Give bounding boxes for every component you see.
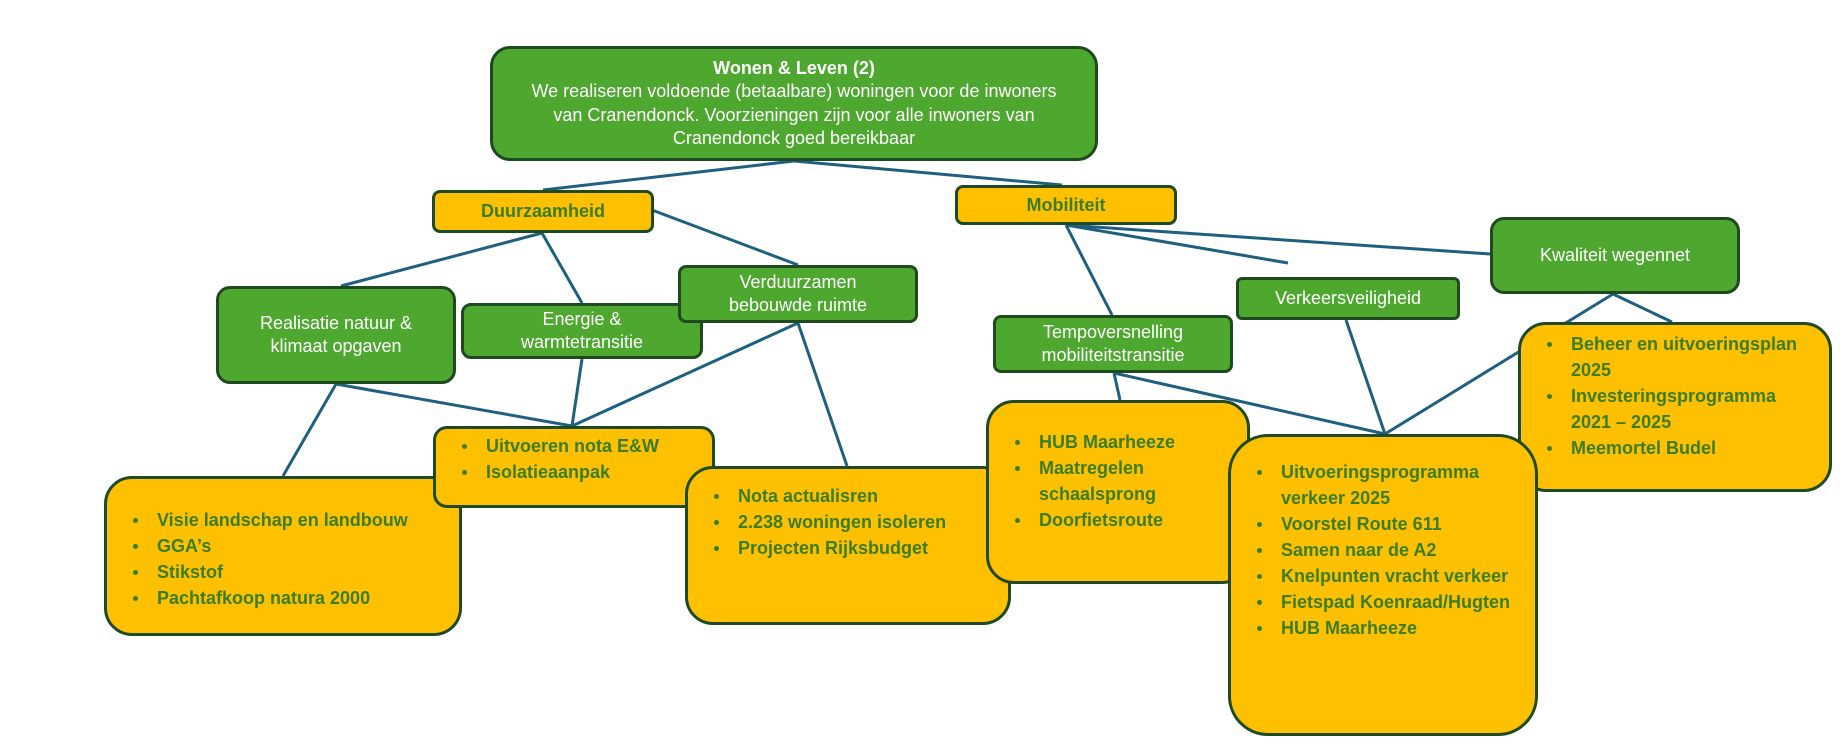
list-item: 2.238 woningen isoleren (714, 509, 1008, 535)
list-item: GGA’s (133, 533, 459, 559)
list-item: Uitvoeringsprogramma verkeer 2025 (1257, 459, 1511, 511)
subtheme-natuur-label: Realisatie natuur & klimaat opgaven (259, 312, 413, 356)
subtheme-tempo: Tempoversnelling mobiliteitstransitie (993, 315, 1233, 373)
actions-verduurzamen-list: Nota actualisren 2.238 woningen isoleren… (688, 483, 1008, 561)
list-item: Maatregelen schaalsprong (1015, 455, 1227, 507)
actions-wegennet: Beheer en uitvoeringsplan 2025 Investeri… (1518, 322, 1832, 492)
list-item: Voorstel Route 611 (1257, 511, 1511, 537)
actions-tempo: HUB Maarheeze Maatregelen schaalsprong D… (986, 400, 1250, 584)
connector-mobiliteit-wegennet (1065, 223, 1491, 256)
list-item: Visie landschap en landbouw (133, 507, 459, 533)
list-item: HUB Maarheeze (1015, 429, 1227, 455)
actions-verkeer: Uitvoeringsprogramma verkeer 2025 Voorst… (1228, 434, 1538, 736)
subtheme-verkeersveiligheid-label: Verkeersveiligheid (1274, 287, 1422, 308)
list-item: Fietspad Koenraad/Hugten (1257, 589, 1511, 615)
actions-verduurzamen: Nota actualisren 2.238 woningen isoleren… (685, 466, 1011, 625)
list-item: Samen naar de A2 (1257, 537, 1511, 563)
list-item: Nota actualisren (714, 483, 1008, 509)
connector-tempo-verkeer (1113, 371, 1386, 436)
subtheme-verduurzamen-label: Verduurzamen bebouwde ruimte (728, 271, 868, 315)
list-item: Pachtafkoop natura 2000 (133, 585, 459, 611)
actions-energie: Uitvoeren nota E&W Isolatieaanpak (433, 426, 715, 508)
list-item: Stikstof (133, 559, 459, 585)
top-goal-box: Wonen & Leven (2) We realiseren voldoend… (490, 46, 1098, 161)
top-goal-content: Wonen & Leven (2) We realiseren voldoend… (517, 57, 1071, 151)
connector-verkeersveiligheid-actions (1344, 319, 1387, 435)
connector-top-duurzaamheid (542, 159, 795, 192)
list-item: Beheer en uitvoeringsplan 2025 (1547, 331, 1809, 383)
actions-natuur-list: Visie landschap en landbouw GGA’s Stikst… (107, 507, 459, 611)
connector-top-mobiliteit (793, 159, 1063, 187)
connector-mobiliteit-tempo (1064, 224, 1114, 316)
list-item: Investeringsprogramma 2021 – 2025 (1547, 383, 1809, 435)
subtheme-wegennet: Kwaliteit wegennet (1490, 217, 1740, 294)
subtheme-verduurzamen: Verduurzamen bebouwde ruimte (678, 265, 918, 323)
subtheme-energie: Energie & warmtetransitie (461, 303, 703, 359)
subtheme-tempo-label: Tempoversnelling mobiliteitstransitie (1041, 321, 1185, 365)
actions-verkeer-list: Uitvoeringsprogramma verkeer 2025 Voorst… (1231, 459, 1511, 641)
connector-natuur-energie-actions (335, 382, 573, 428)
list-item: Projecten Rijksbudget (714, 535, 1008, 561)
subtheme-energie-label: Energie & warmtetransitie (520, 308, 644, 352)
list-item: HUB Maarheeze (1257, 615, 1511, 641)
connector-wegennet-actions (1612, 292, 1673, 324)
list-item: Doorfietsroute (1015, 507, 1227, 533)
connector-energie-actions (570, 358, 584, 427)
connector-tempo-actions (1112, 372, 1122, 401)
list-item: Isolatieaanpak (462, 459, 712, 485)
theme-duurzaamheid-label: Duurzaamheid (480, 201, 606, 221)
actions-natuur: Visie landschap en landbouw GGA’s Stikst… (104, 476, 462, 636)
connector-verduurzamen-energie-actions (571, 321, 799, 428)
top-goal-text: We realiseren voldoende (betaalbare) won… (531, 81, 1057, 148)
top-goal-title: Wonen & Leven (2) (713, 57, 875, 78)
theme-mobiliteit-label: Mobiliteit (1026, 194, 1106, 215)
connector-natuur-actions (281, 383, 338, 477)
subtheme-natuur: Realisatie natuur & klimaat opgaven (216, 286, 456, 384)
theme-mobiliteit: Mobiliteit (955, 185, 1177, 225)
connector-mobiliteit-verkeersveiligheid (1065, 223, 1289, 265)
list-item: Uitvoeren nota E&W (462, 433, 712, 459)
theme-duurzaamheid: Duurzaamheid (432, 190, 654, 233)
actions-energie-list: Uitvoeren nota E&W Isolatieaanpak (436, 433, 712, 485)
actions-tempo-list: HUB Maarheeze Maatregelen schaalsprong D… (989, 429, 1227, 533)
actions-wegennet-list: Beheer en uitvoeringsplan 2025 Investeri… (1521, 331, 1809, 461)
connector-duurzaamheid-natuur (340, 231, 543, 288)
connector-duurzaamheid-verduurzamen (651, 208, 799, 267)
connector-wegennet-verkeer (1384, 292, 1614, 436)
list-item: Meemortel Budel (1547, 435, 1809, 461)
subtheme-verkeersveiligheid: Verkeersveiligheid (1236, 277, 1460, 320)
connector-verduurzamen-actions (796, 322, 849, 467)
list-item: Knelpunten vracht verkeer (1257, 563, 1511, 589)
connector-duurzaamheid-energie (540, 232, 584, 304)
subtheme-wegennet-label: Kwaliteit wegennet (1539, 244, 1691, 265)
